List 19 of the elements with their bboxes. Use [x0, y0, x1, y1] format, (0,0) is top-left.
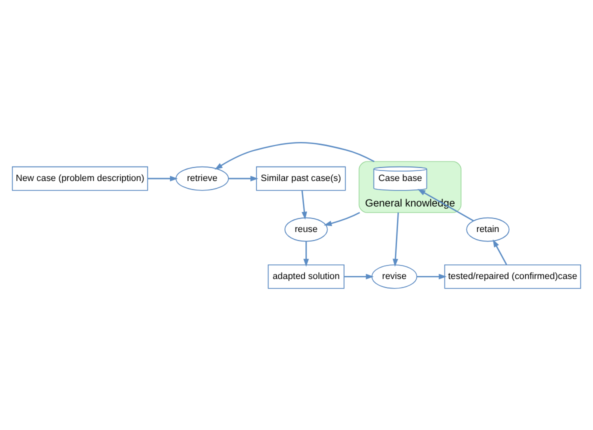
- node-box: tested/repaired (confirmed)case: [444, 264, 582, 288]
- arrow: [418, 188, 474, 221]
- node-box: New case (problem description): [12, 166, 148, 190]
- node-ellipse: retain: [466, 216, 510, 242]
- node-box: adapted solution: [268, 264, 344, 288]
- arrow: [344, 273, 374, 279]
- node-box: Similar past case(s): [256, 166, 346, 190]
- arrow: [148, 175, 178, 181]
- arrow: [301, 190, 308, 220]
- arrow: [324, 212, 360, 226]
- node-ellipse: revise: [372, 264, 418, 288]
- arrow: [214, 141, 375, 170]
- arrow: [492, 238, 508, 264]
- arrow: [303, 241, 309, 266]
- node-ellipse: reuse: [284, 216, 328, 242]
- arrow: [228, 175, 258, 181]
- arrow: [392, 212, 399, 266]
- arrow: [417, 273, 447, 279]
- node-ellipse: retrieve: [176, 166, 229, 190]
